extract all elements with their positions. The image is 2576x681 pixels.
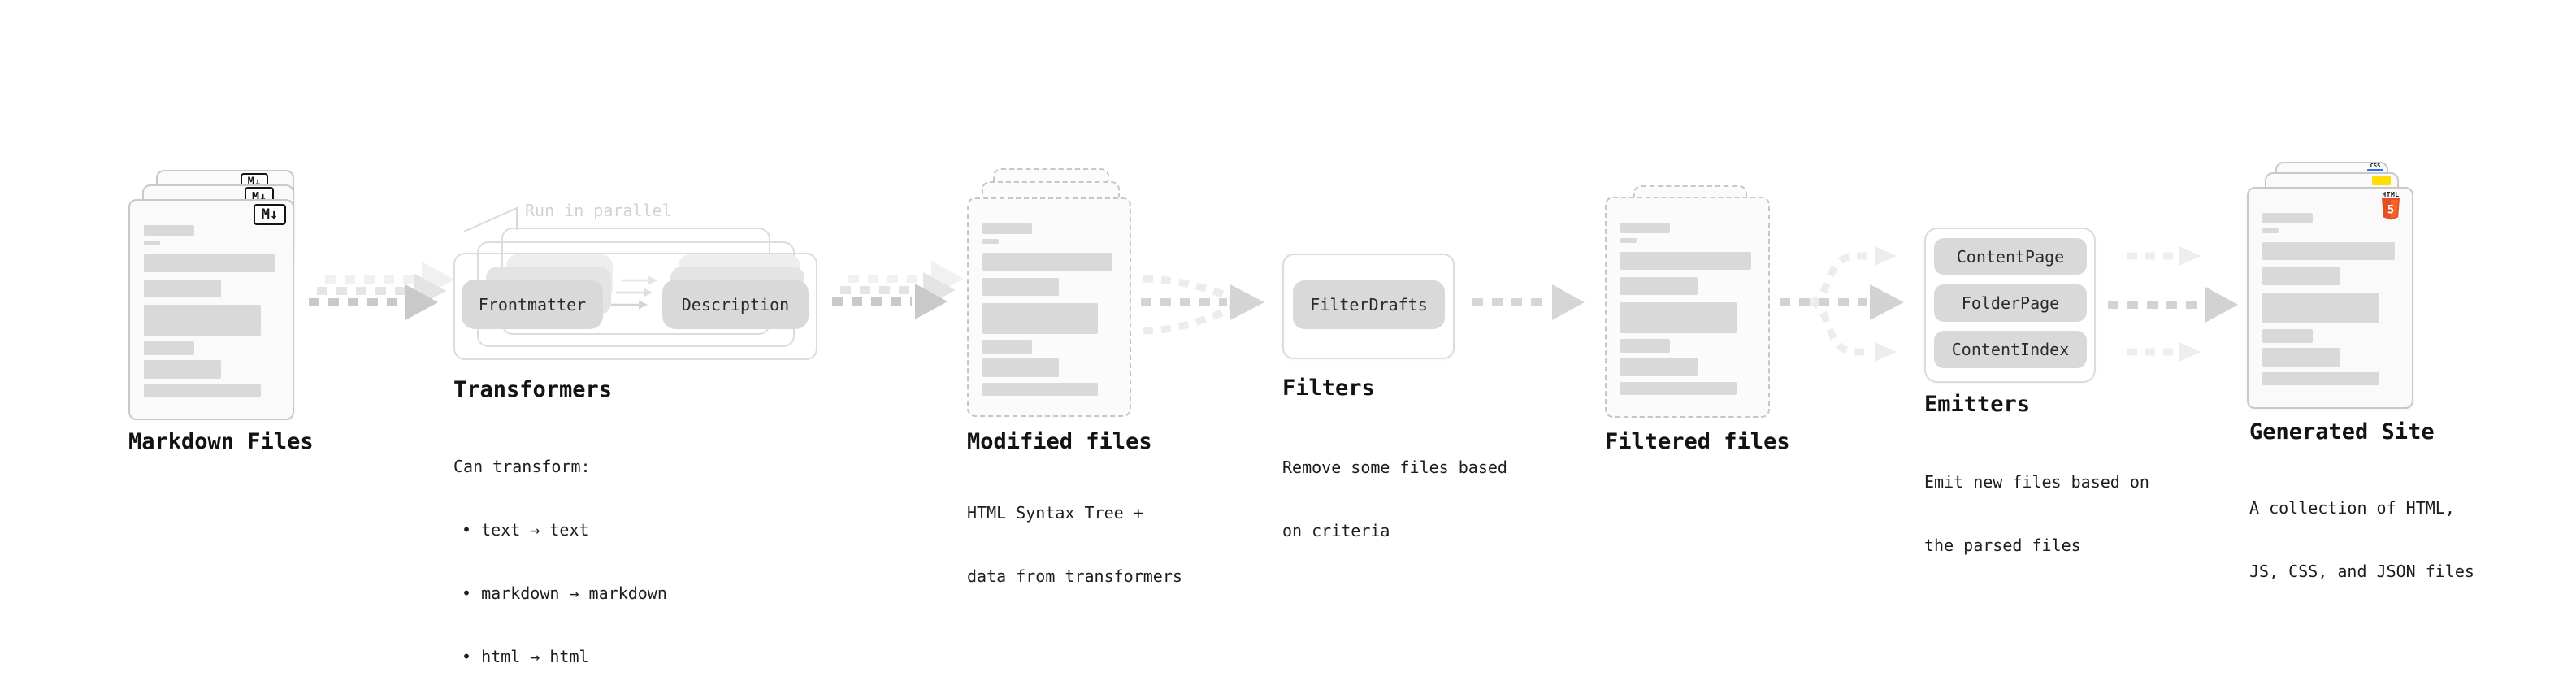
doc-line	[1620, 339, 1671, 353]
flow-arrow-modified-to-filters	[1141, 275, 1264, 335]
javascript-icon	[2372, 176, 2391, 185]
desc-line: Emit new files based on	[1924, 472, 2149, 492]
doc-line	[2262, 213, 2314, 223]
doc-line	[1620, 302, 1737, 333]
chip-description: Description	[662, 280, 809, 329]
flow-arrow-markdown-to-transformers	[309, 262, 454, 320]
generated-doc-html	[2247, 187, 2413, 409]
doc-line	[2262, 267, 2340, 285]
doc-text-skeleton	[1620, 223, 1755, 395]
transform-arrows-icon	[611, 275, 657, 310]
doc-line	[982, 358, 1060, 377]
desc-line: on criteria	[1282, 521, 1390, 540]
doc-text-skeleton	[982, 223, 1117, 396]
svg-text:5: 5	[2387, 204, 2394, 217]
doc-line	[982, 223, 1033, 234]
doc-line	[2262, 372, 2380, 385]
doc-line	[144, 280, 222, 297]
doc-line	[2262, 242, 2395, 260]
callout-line	[463, 206, 518, 232]
html5-shield: 5	[2382, 198, 2400, 220]
doc-line	[1620, 277, 1698, 295]
desc-line: HTML Syntax Tree +	[967, 503, 1143, 523]
desc-bullet: • markdown → markdown	[462, 583, 667, 603]
doc-line	[982, 278, 1060, 296]
stage-title-emitters: Emitters	[1924, 392, 2031, 417]
flow-arrow-filtered-to-emitters	[1780, 246, 1904, 362]
doc-line	[982, 340, 1033, 354]
desc-line: the parsed files	[1924, 536, 2081, 555]
doc-text-skeleton	[2262, 213, 2399, 385]
desc-line: Remove some files based	[1282, 458, 1507, 477]
desc-line: A collection of HTML,	[2249, 498, 2455, 518]
doc-line	[1620, 382, 1737, 395]
stage-title-filters: Filters	[1282, 375, 1375, 401]
doc-line	[982, 253, 1113, 271]
doc-line	[144, 254, 275, 272]
doc-line	[144, 241, 161, 245]
doc-line	[982, 303, 1098, 334]
doc-line	[144, 225, 194, 236]
flow-arrow-emitters-to-generated	[2108, 246, 2238, 362]
stage-title-filtered: Filtered files	[1605, 429, 1790, 454]
desc-heading: Can transform:	[453, 457, 591, 476]
stage-desc-generated: A collection of HTML, JS, CSS, and JSON …	[2249, 455, 2474, 624]
doc-line	[1620, 358, 1698, 376]
markdown-doc-front	[128, 199, 294, 420]
desc-bullet: • html → html	[462, 647, 589, 666]
stage-desc-filters: Remove some files based on criteria	[1282, 414, 1507, 583]
stage-title-generated: Generated Site	[2249, 419, 2435, 445]
chip-filterdrafts: FilterDrafts	[1293, 280, 1445, 329]
html5-icon-label: HTML	[2382, 191, 2400, 198]
doc-line	[2262, 228, 2279, 233]
doc-text-skeleton	[144, 225, 280, 397]
stage-desc-transformers: Can transform: • text → text • markdown …	[453, 414, 667, 681]
chip-frontmatter: Frontmatter	[462, 280, 603, 329]
doc-line	[144, 341, 194, 355]
css-icon-label: CSS	[2370, 163, 2381, 169]
stage-title-modified: Modified files	[967, 429, 1152, 454]
doc-line	[982, 239, 999, 244]
run-in-parallel-label: Run in parallel	[525, 201, 672, 220]
filtered-doc-front	[1605, 197, 1770, 418]
doc-line	[144, 305, 261, 336]
css-icon-bar	[2367, 169, 2383, 171]
html5-icon: HTML 5	[2380, 192, 2401, 223]
markdown-icon: M↓	[254, 204, 286, 225]
chip-contentindex: ContentIndex	[1934, 331, 2087, 368]
doc-line	[144, 360, 222, 379]
doc-line	[1620, 252, 1752, 270]
desc-line: JS, CSS, and JSON files	[2249, 562, 2474, 581]
stage-title-transformers: Transformers	[453, 377, 613, 402]
doc-line	[2262, 293, 2380, 323]
doc-line	[982, 383, 1098, 396]
doc-line	[2262, 348, 2340, 367]
desc-line: data from transformers	[967, 566, 1182, 586]
transformer-layer-front	[453, 253, 817, 360]
desc-bullet: • text → text	[462, 520, 589, 540]
doc-line	[144, 384, 261, 397]
flow-arrow-filters-to-filtered	[1472, 284, 1585, 320]
modified-doc-front	[967, 197, 1131, 417]
stage-desc-emitters: Emit new files based on the parsed files	[1924, 429, 2149, 598]
stage-title-markdown: Markdown Files	[128, 429, 314, 454]
chip-contentpage: ContentPage	[1934, 238, 2087, 275]
flow-arrow-transformers-to-modified	[832, 261, 964, 319]
css-icon: CSS	[2367, 163, 2383, 171]
chip-folderpage: FolderPage	[1934, 284, 2087, 322]
doc-line	[1620, 223, 1671, 233]
stage-desc-modified: HTML Syntax Tree + data from transformer…	[967, 460, 1182, 629]
doc-line	[1620, 238, 1637, 243]
doc-line	[2262, 329, 2314, 343]
